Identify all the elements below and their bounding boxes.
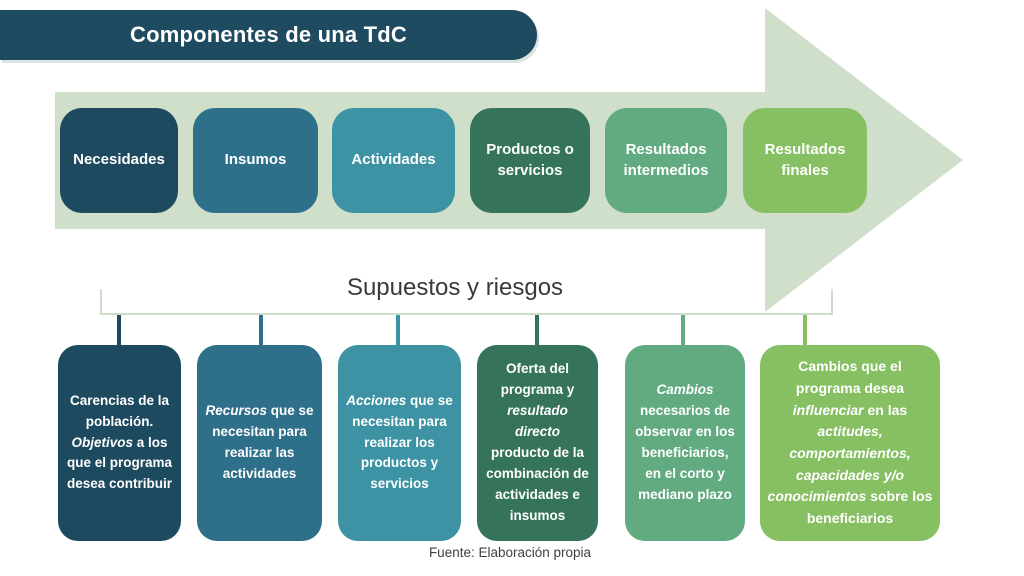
desc-box-productos-servicios: Oferta del programa y resultado directo … [477, 345, 598, 541]
stage-label: Productos o servicios [486, 141, 574, 179]
stage-label: Actividades [351, 151, 436, 169]
stage-label: Necesidades [73, 151, 165, 169]
stage-box-actividades: Actividades [332, 108, 455, 213]
stage-label: Resultados finales [764, 141, 846, 179]
connector-resultados-intermedios [681, 315, 685, 346]
connector-resultados-finales [803, 315, 807, 346]
connector-insumos [259, 315, 263, 346]
title-banner: Componentes de una TdC [0, 10, 537, 60]
desc-text: Acciones que se necesitan para realizar … [346, 392, 453, 492]
desc-box-actividades: Acciones que se necesitan para realizar … [338, 345, 461, 541]
desc-text: Carencias de la población. Objetivos a l… [66, 392, 173, 492]
page-title: Componentes de una TdC [130, 22, 407, 47]
source-note: Fuente: Elaboración propia [428, 545, 592, 560]
stage-box-productos-servicios: Productos o servicios [470, 108, 590, 213]
desc-box-resultados-finales: Cambios que el programa desea influencia… [760, 345, 940, 541]
stage-box-insumos: Insumos [193, 108, 318, 213]
desc-text: Cambios necesarios de observar en los be… [635, 382, 735, 502]
stage-box-resultados-finales: Resultados finales [743, 108, 867, 213]
bracket-left-tick [100, 289, 102, 315]
desc-box-necesidades: Carencias de la población. Objetivos a l… [58, 345, 181, 541]
desc-text: Cambios que el programa desea influencia… [767, 358, 933, 527]
connector-actividades [396, 315, 400, 346]
connector-productos-servicios [535, 315, 539, 346]
stage-box-necesidades: Necesidades [60, 108, 178, 213]
desc-text: Recursos que se necesitan para realizar … [205, 403, 314, 481]
stage-box-resultados-intermedios: Resultados intermedios [605, 108, 727, 213]
desc-box-resultados-intermedios: Cambios necesarios de observar en los be… [625, 345, 745, 541]
assumptions-risks-label: Supuestos y riesgos [346, 274, 564, 301]
bracket-horizontal-line [100, 313, 833, 315]
desc-text: Oferta del programa y resultado directo … [486, 361, 589, 523]
bracket-right-tick [831, 289, 833, 315]
stage-label: Insumos [224, 151, 287, 169]
connector-necesidades [117, 315, 121, 346]
stage-label: Resultados intermedios [623, 141, 709, 179]
desc-box-insumos: Recursos que se necesitan para realizar … [197, 345, 322, 541]
